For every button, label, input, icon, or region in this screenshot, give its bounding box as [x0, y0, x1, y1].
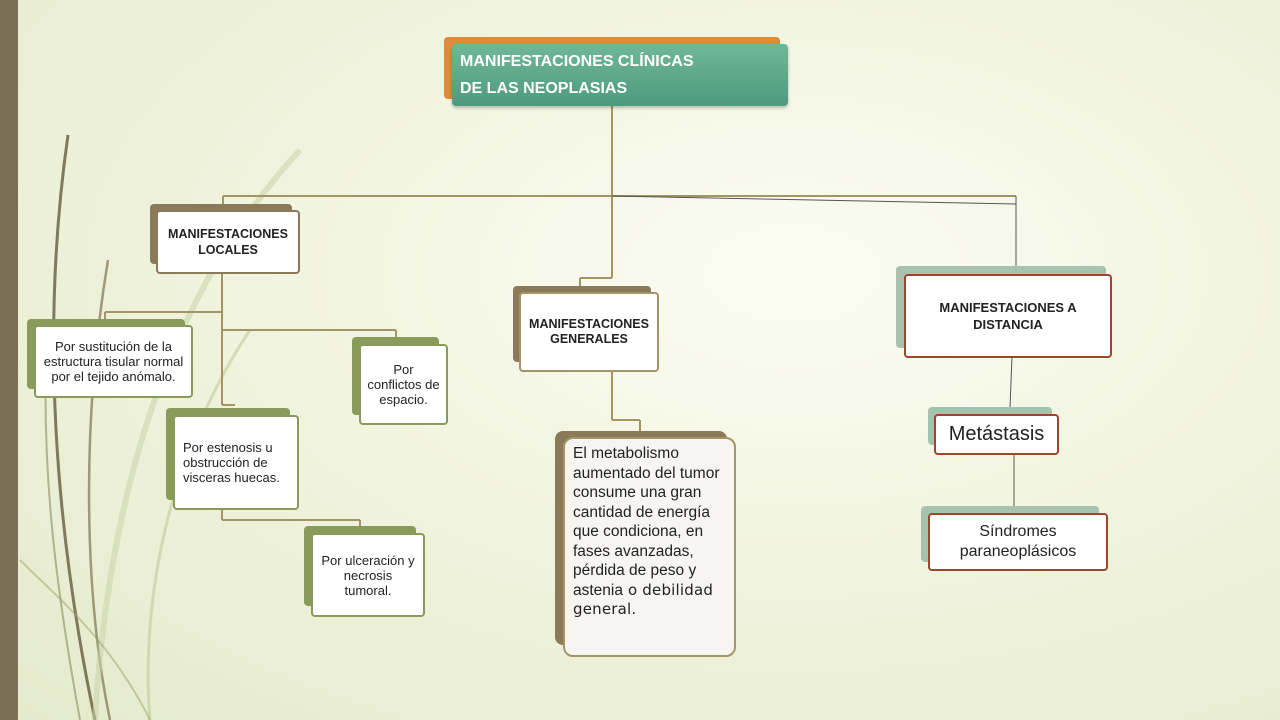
- distancia-item-sindromes: Síndromes paraneoplásicos: [921, 506, 1108, 571]
- locales-item-conflictos: Por conflictos de espacio.: [352, 337, 448, 425]
- distancia-item-metastasis: Metástasis: [928, 407, 1059, 455]
- generales-description-tail: o debilidad general.: [573, 580, 714, 619]
- locales-item-sustitucion-front: Por sustitución de la estructura tisular…: [34, 325, 193, 398]
- locales-node-front: MANIFESTACIONES LOCALES: [156, 210, 300, 274]
- generales-description-text: El metabolismo aumentado del tumor consu…: [573, 445, 720, 599]
- locales-item-sustitucion: Por sustitución de la estructura tisular…: [27, 319, 193, 398]
- distancia-item-sindromes-text: Síndromes paraneoplásicos: [959, 523, 1077, 560]
- distancia-title: MANIFESTACIONES A DISTANCIA: [939, 300, 1077, 332]
- locales-item-ulceracion-front: Por ulceración y necrosis tumoral.: [311, 533, 425, 617]
- locales-item-conflictos-text: Por conflictos de espacio.: [367, 362, 440, 407]
- locales-title: MANIFESTACIONES LOCALES: [168, 227, 288, 257]
- locales-item-ulceracion: Por ulceración y necrosis tumoral.: [304, 526, 425, 617]
- locales-item-estenosis-front: Por estenosis u obstrucción de visceras …: [173, 415, 299, 510]
- distancia-item-metastasis-front: Metástasis: [934, 414, 1059, 455]
- root-node: MANIFESTACIONES CLÍNICAS DE LAS NEOPLASI…: [444, 37, 790, 109]
- generales-title: MANIFESTACIONES GENERALES: [529, 317, 649, 346]
- locales-node: MANIFESTACIONES LOCALES: [150, 204, 300, 274]
- distancia-item-sindromes-front: Síndromes paraneoplásicos: [928, 513, 1108, 571]
- root-node-front: MANIFESTACIONES CLÍNICAS DE LAS NEOPLASI…: [452, 44, 788, 106]
- distancia-node: MANIFESTACIONES A DISTANCIA: [896, 266, 1114, 358]
- root-title-line2: DE LAS NEOPLASIAS: [460, 80, 628, 97]
- locales-item-sustitucion-text: Por sustitución de la estructura tisular…: [43, 339, 184, 384]
- root-title-line1: MANIFESTACIONES CLÍNICAS: [460, 53, 694, 70]
- generales-description-node: El metabolismo aumentado del tumor consu…: [555, 431, 736, 657]
- locales-item-conflictos-front: Por conflictos de espacio.: [359, 344, 448, 425]
- generales-node: MANIFESTACIONES GENERALES: [513, 286, 659, 372]
- locales-item-estenosis: Por estenosis u obstrucción de visceras …: [166, 408, 299, 510]
- generales-node-front: MANIFESTACIONES GENERALES: [519, 292, 659, 372]
- distancia-item-metastasis-text: Metástasis: [948, 423, 1045, 445]
- left-accent-bar: [0, 0, 18, 720]
- generales-description-front: El metabolismo aumentado del tumor consu…: [563, 437, 736, 657]
- locales-item-estenosis-text: Por estenosis u obstrucción de visceras …: [183, 440, 280, 485]
- distancia-node-front: MANIFESTACIONES A DISTANCIA: [904, 274, 1112, 358]
- locales-item-ulceracion-text: Por ulceración y necrosis tumoral.: [321, 552, 415, 598]
